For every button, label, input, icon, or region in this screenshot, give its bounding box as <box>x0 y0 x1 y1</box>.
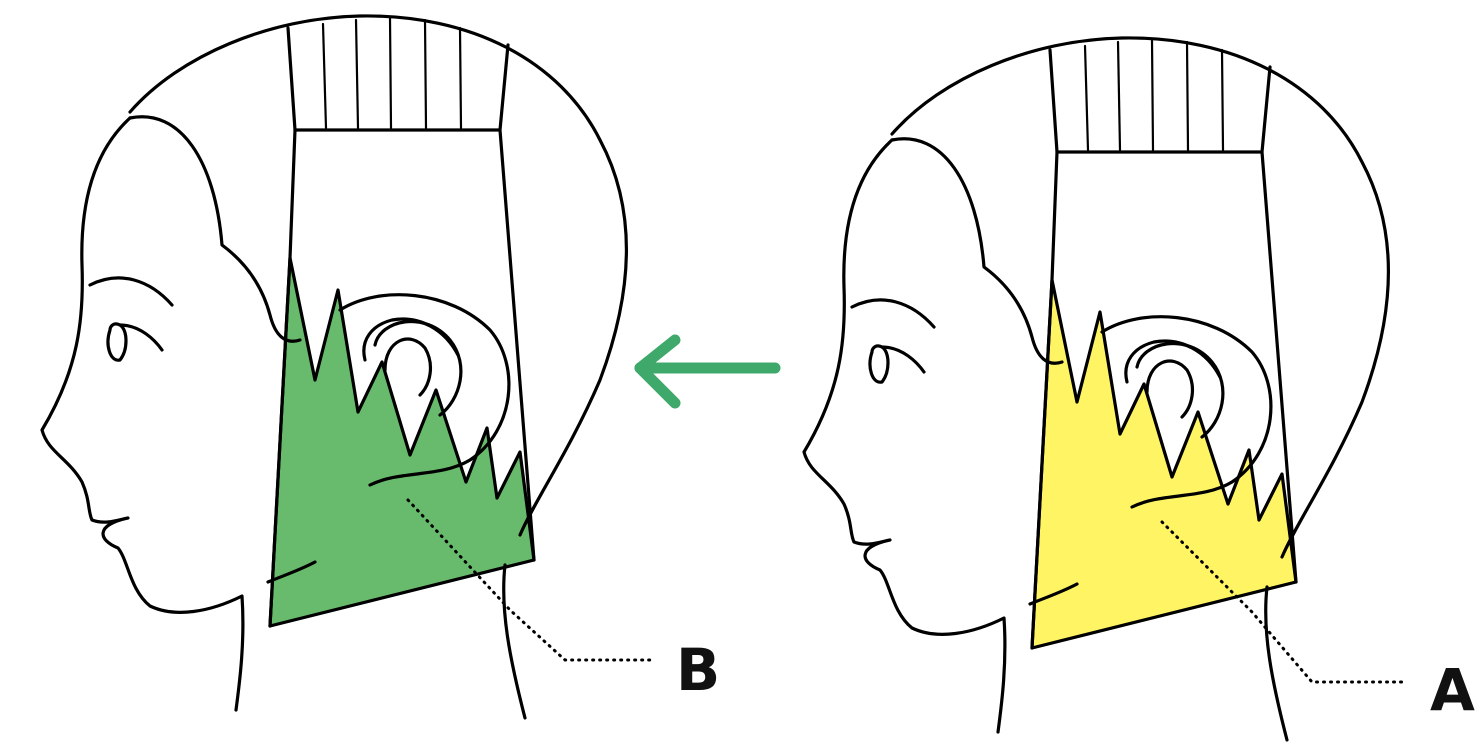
middle-section-a <box>1030 150 1298 650</box>
section-b-shading <box>268 256 536 628</box>
ear-fold-a <box>1124 339 1222 384</box>
middle-section-b <box>268 128 536 628</box>
ear-inner-a <box>1135 341 1225 439</box>
direction-arrow <box>634 334 781 409</box>
hairline-b <box>128 115 302 343</box>
eyebrow-b <box>88 276 174 307</box>
label-a: A <box>1430 656 1475 724</box>
skull-outline-a <box>890 36 1390 559</box>
ear-canal-b <box>383 337 433 397</box>
pointer-a <box>1160 520 1409 684</box>
eyelid-b <box>118 323 164 352</box>
neck-back-a <box>1264 585 1289 742</box>
eye-b <box>106 322 128 362</box>
parting-line <box>388 16 393 130</box>
eye-a <box>868 344 890 384</box>
eyelid-a <box>880 345 926 374</box>
ear-inner-b <box>373 319 463 417</box>
parting-line <box>321 22 328 130</box>
parting-line <box>1083 44 1090 152</box>
parting-line <box>1220 48 1225 152</box>
face-profile-a <box>802 138 1007 734</box>
top-section-b <box>286 26 510 132</box>
head-b: B <box>40 14 720 720</box>
top-section-a <box>1048 48 1272 154</box>
eyebrow-a <box>850 298 936 329</box>
neck-back-b <box>502 563 527 720</box>
skull-outline-b <box>128 14 628 537</box>
parting-line <box>1185 40 1190 152</box>
label-b: B <box>676 636 720 704</box>
parting-line <box>1116 40 1122 152</box>
parting-line <box>458 26 463 130</box>
face-profile-b <box>40 116 245 712</box>
parting-line <box>1150 38 1155 152</box>
parting-line <box>423 18 428 130</box>
ear-canal-a <box>1145 359 1195 419</box>
ear-outer-b <box>338 293 511 487</box>
hairline-a <box>890 137 1064 365</box>
section-a-shading <box>1030 278 1298 650</box>
ear-outer-a <box>1100 315 1273 509</box>
ear-fold-b <box>362 317 460 362</box>
parting-line <box>354 18 360 130</box>
head-a: A <box>802 36 1475 742</box>
